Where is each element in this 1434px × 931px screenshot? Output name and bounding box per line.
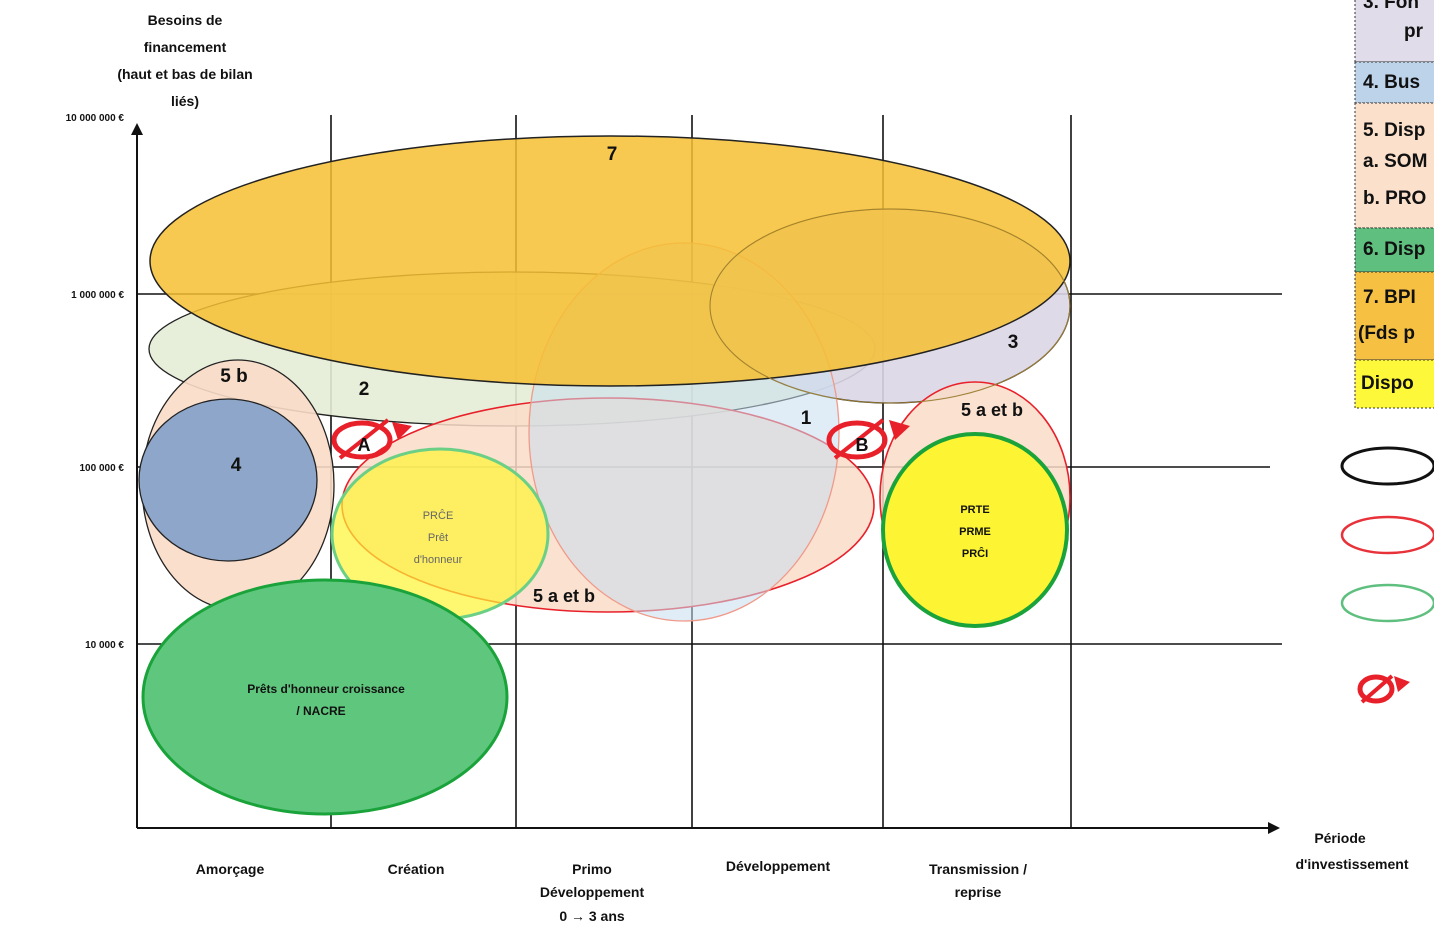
y-tick-label: 10 000 000 € (66, 113, 125, 124)
legend-row-text: pr (1404, 21, 1424, 42)
x-category-label: Transmission / (929, 861, 1027, 877)
region-5ab-primo-label: 5 a et b (533, 586, 595, 606)
x-category-label: Création (388, 861, 445, 877)
y-axis-ticks: 10 000 000 € 1 000 000 € 100 000 € 10 00… (66, 113, 125, 651)
x-category-label: 0 → 3 ans (559, 908, 625, 924)
region-3-outline (709, 208, 1071, 404)
x-axis-title-line: Période (1314, 830, 1366, 846)
region-5b-label: 5 b (220, 366, 247, 387)
legend-black-ellipse (1340, 446, 1434, 486)
legend-row-6 (1354, 227, 1434, 273)
legend-row-text: 3. Fon (1363, 0, 1419, 13)
legend-row-4 (1354, 61, 1434, 104)
y-axis-title-line: (haut et bas de bilan (117, 66, 252, 82)
x-axis-title-line: d'investissement (1295, 856, 1408, 872)
legend-red-marker-icon (1357, 674, 1410, 704)
prte-label-line: PRME (959, 526, 991, 538)
legend-row-dispo (1354, 359, 1434, 409)
legend-row-7 (1354, 271, 1434, 361)
legend-table: 3. Fon pr 4. Bus 5. Disp a. SOM b. PRO 6… (1354, 0, 1434, 409)
legend-row-text: 7. BPI (1363, 287, 1416, 308)
legend-row-text: (Fds p (1358, 323, 1415, 344)
y-axis-title-line: liés) (171, 93, 199, 109)
x-category-label: Primo (572, 861, 612, 877)
legend-red-ellipse (1340, 515, 1434, 555)
region-1-label: 1 (801, 408, 812, 429)
region-7-ellipse (149, 135, 1071, 387)
legend-row-text: Dispo (1361, 373, 1414, 394)
legend-row-text: 6. Disp (1363, 239, 1425, 260)
legend-row-5 (1354, 102, 1434, 229)
legend-row-text: 4. Bus (1363, 72, 1420, 93)
region-2-label: 2 (359, 379, 370, 400)
prte-ellipse (881, 432, 1069, 628)
x-category-label: Développement (540, 884, 645, 900)
pret-croissance-label-line: Prêts d'honneur croissance (247, 682, 405, 696)
region-4-label: 4 (231, 455, 242, 476)
y-axis-title: Besoins de financement (haut et bas de b… (117, 12, 252, 109)
marker-b-label: B (856, 435, 869, 455)
pret-croissance-ellipse (141, 578, 509, 816)
prte-label: PRTE PRME PRĈI (959, 504, 991, 560)
y-axis-title-line: Besoins de (148, 12, 223, 28)
y-tick-label: 1 000 000 € (71, 290, 124, 301)
prce-label-line: d'honneur (414, 554, 463, 566)
x-axis-categories: Amorçage Création Primo Développement 0 … (196, 858, 1027, 924)
x-category-label: reprise (955, 884, 1002, 900)
x-axis-title: Période d'investissement (1295, 830, 1408, 872)
y-axis-title-line: financement (144, 39, 227, 55)
marker-a: A (331, 418, 412, 460)
prce-label-line: Prêt (428, 532, 448, 544)
x-category-label: Amorçage (196, 861, 265, 877)
legend-row-3 (1354, 0, 1434, 63)
y-tick-label: 100 000 € (80, 463, 125, 474)
marker-b: B (826, 418, 910, 460)
legend-row-text: a. SOM (1363, 151, 1427, 172)
region-7-label: 7 (607, 144, 618, 165)
legend-green-ellipse (1340, 583, 1434, 623)
legend-row-text: 5. Disp (1363, 120, 1425, 141)
marker-a-label: A (358, 435, 371, 455)
prte-label-line: PRĈI (962, 547, 988, 560)
prce-label-line: PRĈE (423, 509, 454, 522)
legend-row-text: b. PRO (1363, 188, 1426, 209)
legend-shapes (1340, 446, 1434, 704)
region-4-ellipse (138, 398, 318, 562)
pret-croissance-label-line: / NACRE (296, 704, 345, 718)
pret-croissance-label: Prêts d'honneur croissance / NACRE (247, 682, 405, 718)
region-5ab-transmission-label: 5 a et b (961, 400, 1023, 420)
prce-label: PRĈE Prêt d'honneur (414, 509, 463, 566)
y-tick-label: 10 000 € (85, 640, 124, 651)
prte-label-line: PRTE (960, 504, 989, 516)
x-category-label: Développement (726, 858, 831, 874)
region-3-label: 3 (1008, 332, 1019, 353)
